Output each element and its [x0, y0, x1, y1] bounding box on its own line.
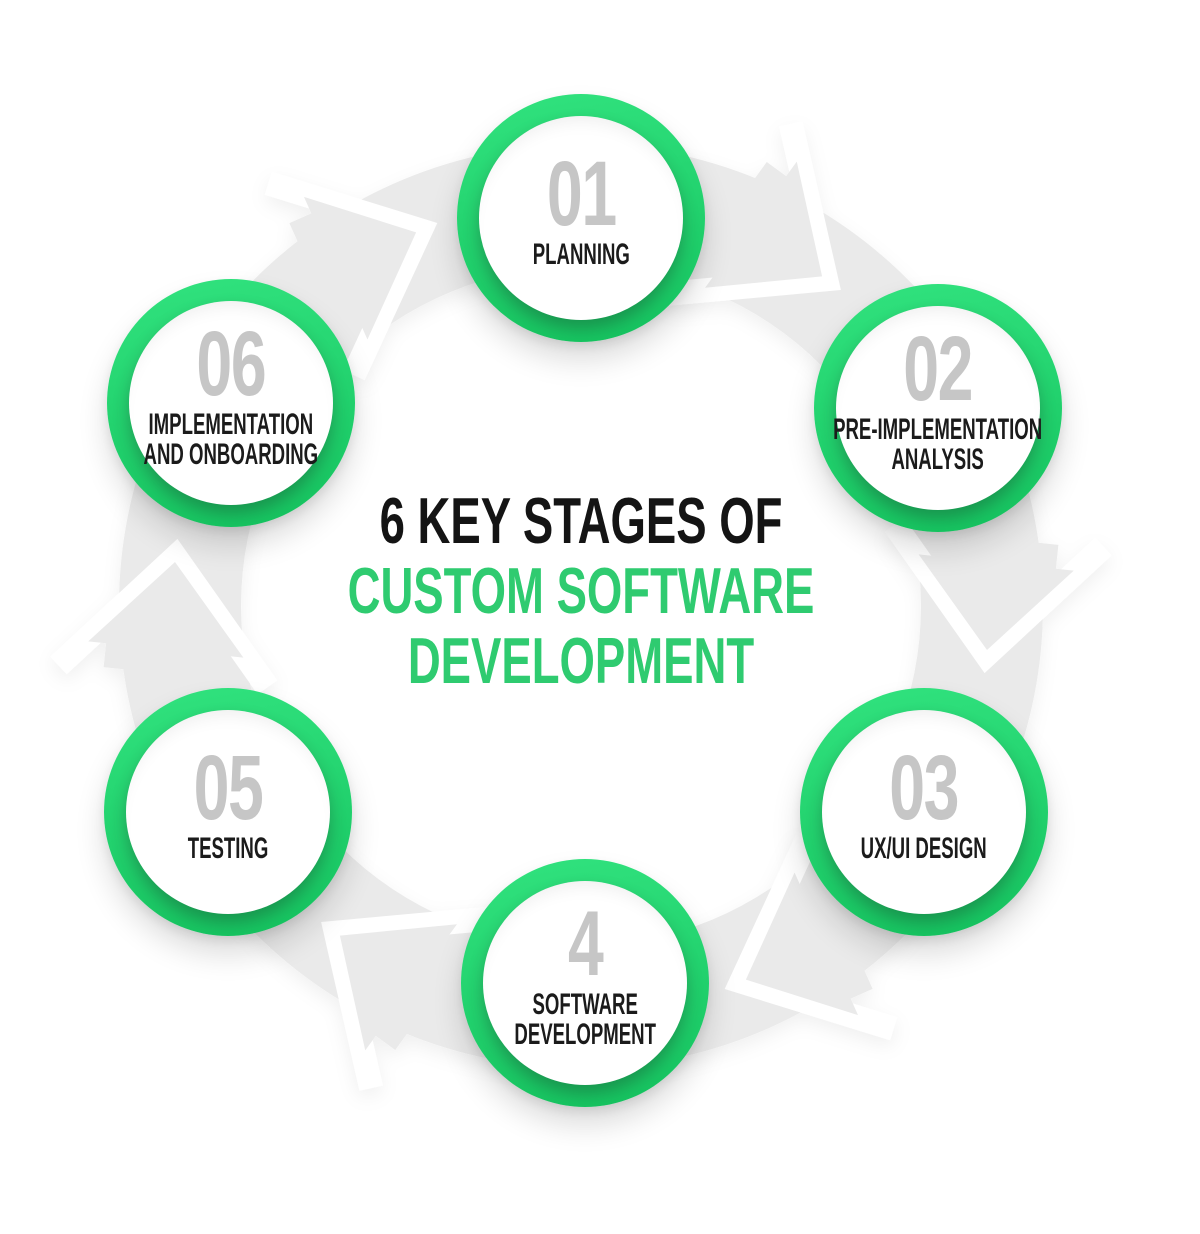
- stage-02-label-line: PRE-IMPLEMENTATION: [833, 413, 1043, 446]
- stage-04-label-line: DEVELOPMENT: [514, 1018, 656, 1051]
- stage-03-label: UX/UI DESIGN: [861, 834, 987, 864]
- stage-06-content: 06 IMPLEMENTATION AND ONBOARDING: [90, 313, 372, 470]
- title-line-2: CUSTOM SOFTWARE: [347, 554, 815, 627]
- stage-circle-01: 01 PLANNING: [457, 94, 705, 342]
- stage-01-label: PLANNING: [532, 240, 629, 270]
- stage-04-label-line: SOFTWARE: [532, 988, 638, 1021]
- stage-02-label-line: ANALYSIS: [891, 443, 985, 476]
- stage-01-label-line: PLANNING: [532, 238, 630, 271]
- stage-06-label-line: IMPLEMENTATION: [148, 408, 314, 441]
- stage-circle-02: 02 PRE-IMPLEMENTATION ANALYSIS: [814, 284, 1062, 532]
- stage-circle-05: 05 TESTING: [104, 688, 352, 936]
- stage-03-inner: 03 UX/UI DESIGN: [822, 710, 1026, 914]
- stage-05-label-line: TESTING: [187, 832, 269, 865]
- stage-06-inner: 06 IMPLEMENTATION AND ONBOARDING: [129, 301, 333, 505]
- stage-03-number: 03: [889, 737, 960, 839]
- stage-02-number: 02: [903, 318, 974, 420]
- stage-01-inner: 01 PLANNING: [479, 116, 683, 320]
- stage-03-content: 03 UX/UI DESIGN: [822, 737, 1025, 864]
- stage-06-label-line: AND ONBOARDING: [143, 438, 319, 471]
- stage-01-ring: 01 PLANNING: [457, 94, 705, 342]
- stage-circle-06: 06 IMPLEMENTATION AND ONBOARDING: [107, 279, 355, 527]
- stage-04-inner: 4 SOFTWARE DEVELOPMENT: [483, 881, 687, 1085]
- stage-04-ring: 4 SOFTWARE DEVELOPMENT: [461, 859, 709, 1107]
- title-line-1: 6 KEY STAGES OF: [379, 484, 783, 557]
- stage-06-label: IMPLEMENTATION AND ONBOARDING: [144, 410, 319, 470]
- page-title: 6 KEY STAGES OF CUSTOM SOFTWARE DEVELOPM…: [181, 486, 981, 696]
- stage-05-ring: 05 TESTING: [104, 688, 352, 936]
- stage-05-number: 05: [193, 737, 264, 839]
- stage-circle-04: 4 SOFTWARE DEVELOPMENT: [461, 859, 709, 1107]
- stage-02-content: 02 PRE-IMPLEMENTATION ANALYSIS: [769, 318, 1106, 475]
- stage-06-number: 06: [196, 313, 267, 415]
- stage-01-content: 01 PLANNING: [503, 143, 660, 270]
- stage-circle-03: 03 UX/UI DESIGN: [800, 688, 1048, 936]
- stage-02-inner: 02 PRE-IMPLEMENTATION ANALYSIS: [833, 306, 1043, 510]
- stage-05-inner: 05 TESTING: [126, 710, 330, 914]
- stage-03-label-line: UX/UI DESIGN: [860, 832, 988, 865]
- stage-04-number: 4: [567, 893, 604, 995]
- stage-04-label: SOFTWARE DEVELOPMENT: [514, 990, 656, 1050]
- stage-02-label: PRE-IMPLEMENTATION ANALYSIS: [833, 415, 1042, 475]
- title-line-3: DEVELOPMENT: [407, 624, 755, 697]
- stage-02-ring: 02 PRE-IMPLEMENTATION ANALYSIS: [814, 284, 1062, 532]
- stage-05-content: 05 TESTING: [163, 737, 293, 864]
- stage-03-ring: 03 UX/UI DESIGN: [800, 688, 1048, 936]
- stage-06-ring: 06 IMPLEMENTATION AND ONBOARDING: [107, 279, 355, 527]
- stage-01-number: 01: [546, 143, 617, 245]
- stage-04-content: 4 SOFTWARE DEVELOPMENT: [471, 893, 699, 1050]
- stage-05-label: TESTING: [188, 834, 269, 864]
